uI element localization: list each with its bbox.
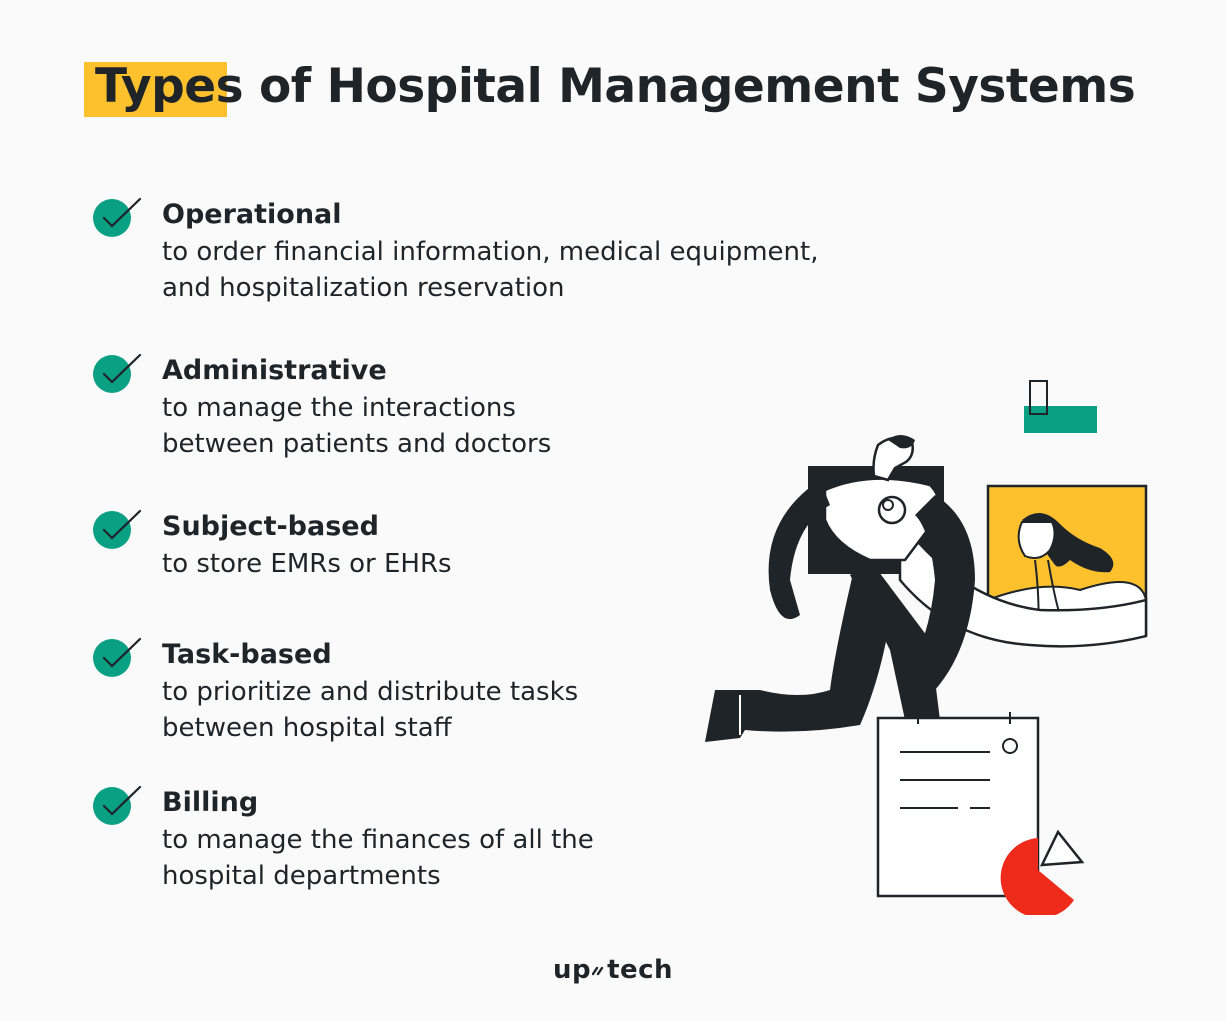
green-tag-shape: [1024, 406, 1097, 433]
title-highlight: [84, 62, 227, 117]
item-description: to store EMRs or EHRs: [162, 549, 452, 579]
check-circle-icon: [93, 353, 142, 393]
check-circle-icon: [93, 637, 142, 677]
item-title: Administrative: [162, 355, 387, 386]
item-title: Subject-based: [162, 511, 379, 542]
logo-mark-icon: [592, 966, 604, 976]
check-circle-icon: [93, 509, 142, 549]
red-shape: [1000, 838, 1074, 915]
check-circle-icon: [93, 785, 142, 825]
logo-text-left: up: [552, 955, 592, 985]
item-description: to manage the finances of all the hospit…: [162, 825, 594, 891]
item-description: to order financial information, medical …: [162, 237, 819, 303]
triangle-shape: [1039, 829, 1085, 867]
item-title: Billing: [162, 787, 259, 818]
bracket-shape: [1029, 380, 1048, 415]
title-block: Types of Hospital Management Systems: [84, 52, 1136, 122]
item-title: Task-based: [162, 639, 332, 670]
logo-text-right: tech: [607, 955, 674, 985]
check-circle-icon: [93, 197, 142, 237]
page-title: Types of Hospital Management Systems: [95, 59, 1136, 114]
item-description: to prioritize and distribute tasks betwe…: [162, 677, 579, 743]
item-title: Operational: [162, 199, 342, 230]
doctor-patient-illustration: [705, 380, 1148, 915]
item-description: to manage the interactions between patie…: [162, 393, 552, 459]
